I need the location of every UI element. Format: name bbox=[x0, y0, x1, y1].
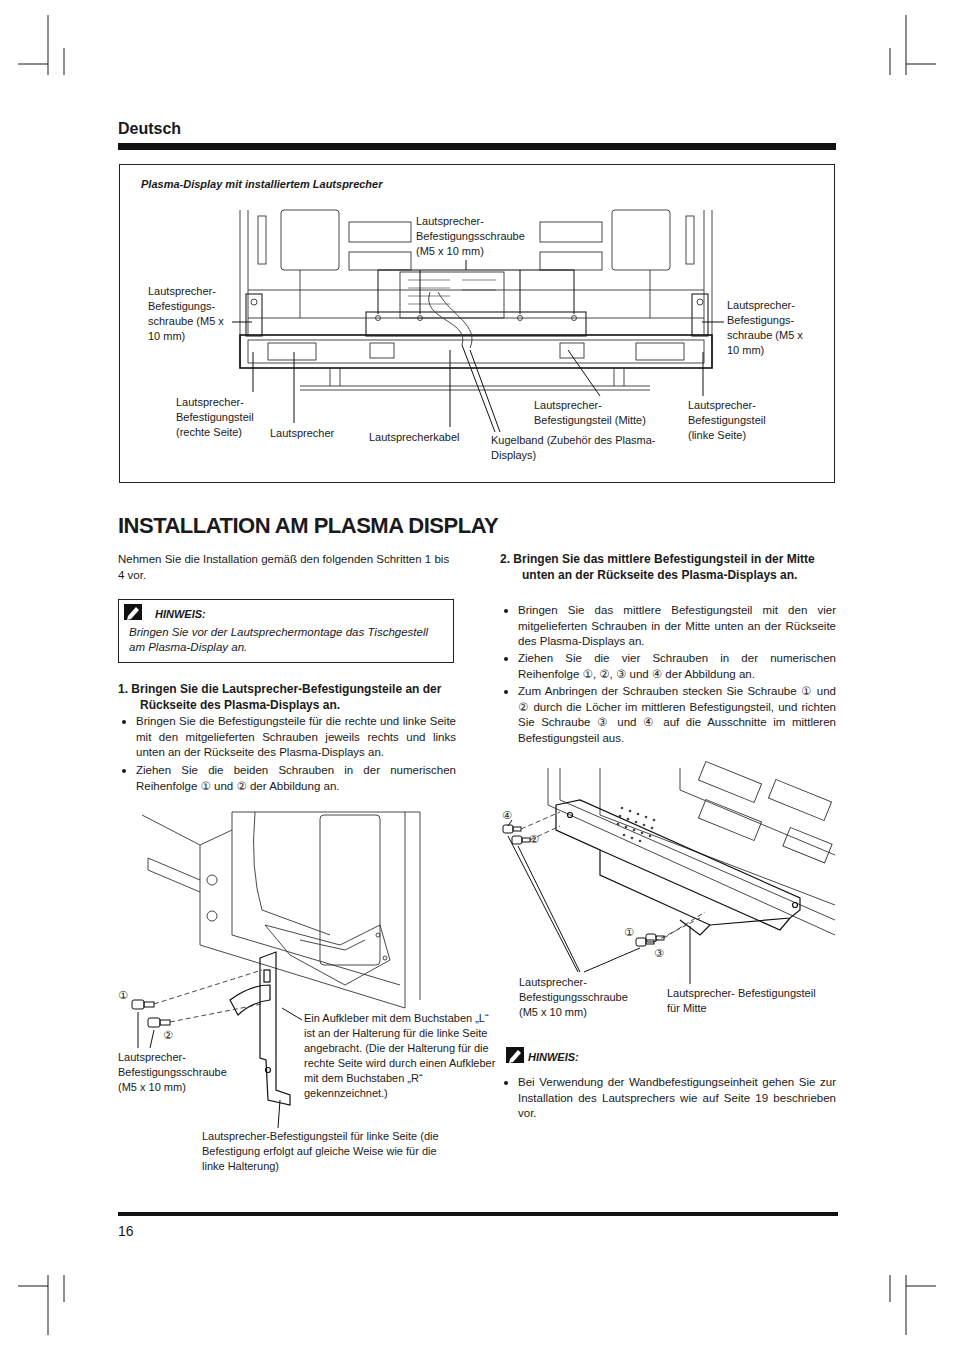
bullet-text: Ziehen Sie die beiden Schrauben in der n… bbox=[136, 763, 456, 794]
bullet-dot bbox=[122, 720, 126, 724]
part-label: Lautsprecherkabel bbox=[369, 430, 460, 445]
box-body: Bringen Sie vor der Lautsprechermontage … bbox=[129, 625, 443, 655]
step-heading: 2. Bringen Sie das mittlere Befestigungs… bbox=[500, 551, 836, 583]
bullet-text: Bringen Sie das mittlere Befestigungstei… bbox=[518, 603, 836, 650]
callout-number: ② bbox=[529, 832, 539, 847]
page-title: INSTALLATION AM PLASMA DISPLAY bbox=[118, 513, 498, 539]
note-box: HINWEIS: Bringen Sie vor der Lautsprecher… bbox=[118, 599, 454, 663]
bullet-dot bbox=[504, 609, 508, 613]
bullet-dot bbox=[504, 1081, 508, 1085]
part-label: Lautsprecher- Befestigungsteil für Mitte bbox=[667, 986, 827, 1016]
bullet-dot bbox=[504, 690, 508, 694]
leader-lines-top bbox=[232, 260, 724, 432]
bullet-text: Zum Anbringen der Schrauben stecken Sie … bbox=[518, 684, 836, 746]
bullet-dot bbox=[122, 769, 126, 773]
part-label: Lautsprecher- Befestigungsschraube (M5 x… bbox=[416, 214, 528, 259]
bullet-dot bbox=[504, 657, 508, 661]
page-number: 16 bbox=[118, 1222, 134, 1240]
part-label: Lautsprecher- Befestigungsteil (linke Se… bbox=[688, 398, 786, 443]
part-label: Lautsprecher- Befestigungsteil (rechte S… bbox=[176, 395, 274, 440]
note-label: Ein Aufkleber mit dem Buchstaben „L“ ist… bbox=[304, 1011, 496, 1101]
callout-number: ① bbox=[624, 925, 634, 940]
bullet-text: Bringen Sie die Befestigungsteile für di… bbox=[136, 714, 456, 761]
callout-number: ③ bbox=[654, 946, 664, 961]
callout-number: ④ bbox=[502, 808, 512, 823]
step-heading: 1. Bringen Sie die Lautsprecher-Befestig… bbox=[118, 681, 458, 713]
part-label: Lautsprecher bbox=[270, 426, 334, 441]
part-label: Lautsprecher- Befestigungs- schraube (M5… bbox=[148, 284, 230, 344]
center-bracket-illustration bbox=[503, 761, 835, 946]
part-label: Lautsprecher- Befestigungs- schraube (M5… bbox=[727, 298, 809, 358]
crop-marks bbox=[18, 15, 936, 1335]
note-icon bbox=[124, 604, 524, 1063]
bullet-text: Ziehen Sie die vier Schrauben in der num… bbox=[518, 651, 836, 682]
part-label: Lautsprecher- Befestigungsteil (Mitte) bbox=[534, 398, 674, 428]
part-label: Lautsprecher- Befestigungsschraube (M5 x… bbox=[519, 975, 643, 1020]
note-heading: HINWEIS: bbox=[528, 1050, 579, 1065]
callout-number: ② bbox=[163, 1028, 173, 1043]
display-back-illustration bbox=[240, 210, 712, 390]
header-bar bbox=[118, 143, 836, 150]
bullet-text: Bei Verwendung der Wandbefestigungseinhe… bbox=[518, 1075, 836, 1122]
intro-text: Nehmen Sie die Installation gemäß den fo… bbox=[118, 552, 458, 583]
part-label: Lautsprecher- Befestigungsschraube (M5 x… bbox=[118, 1050, 248, 1095]
section-language: Deutsch bbox=[118, 119, 181, 139]
footer-bar bbox=[118, 1212, 838, 1216]
box-heading: Plasma-Display mit installiertem Lautspr… bbox=[141, 177, 824, 192]
leader-lines-right bbox=[508, 820, 690, 984]
part-label: Lautsprecher-Befestigungsteil für linke … bbox=[202, 1129, 448, 1174]
part-label: Kugelband (Zubehör des Plasma-Displays) bbox=[491, 433, 671, 463]
box-heading: HINWEIS: bbox=[129, 607, 443, 622]
callout-number: ① bbox=[118, 988, 128, 1003]
